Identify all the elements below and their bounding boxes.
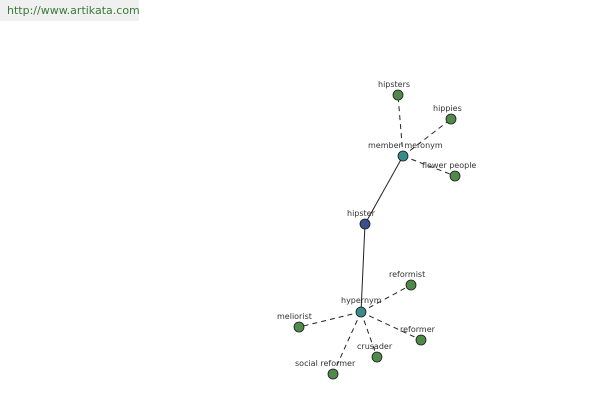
- labels-layer: hipster member meronym hypernym hipsters hip…: [277, 80, 476, 368]
- node-label-reformist[interactable]: reformist: [389, 270, 425, 279]
- node-label-hypernym[interactable]: hypernym: [341, 296, 382, 305]
- node-label-hippies[interactable]: hippies: [433, 104, 462, 113]
- edges-layer: [298, 94, 456, 375]
- node-label-hipsters[interactable]: hipsters: [378, 80, 410, 89]
- node-label-hipster[interactable]: hipster: [347, 209, 376, 218]
- node-label-member-meronym[interactable]: member meronym: [368, 141, 443, 150]
- edge-hipster-hypernym: [360, 223, 366, 313]
- edge-hypernym-meliorist: [298, 311, 362, 328]
- edge-member-meronym-hippies: [402, 118, 452, 157]
- edge-hypernym-reformist: [360, 284, 412, 313]
- node-social-reformer[interactable]: [327, 368, 339, 380]
- node-hippies[interactable]: [445, 113, 457, 125]
- node-flower-people[interactable]: [449, 170, 461, 182]
- edge-member-meronym-hipsters: [397, 94, 404, 157]
- edge-hypernym-crusader: [360, 311, 378, 358]
- node-label-flower-people[interactable]: flower people: [422, 161, 476, 170]
- node-reformer[interactable]: [415, 334, 427, 346]
- node-crusader[interactable]: [371, 351, 383, 363]
- url-banner[interactable]: http://www.artikata.com: [0, 0, 140, 21]
- edge-hypernym-reformer: [360, 311, 422, 341]
- edge-hipster-member-meronym: [364, 155, 404, 225]
- edge-hypernym-social-reformer: [332, 311, 362, 375]
- node-hypernym[interactable]: [355, 306, 367, 318]
- node-label-crusader[interactable]: crusader: [357, 342, 393, 351]
- node-label-reformer[interactable]: reformer: [400, 325, 436, 334]
- node-member-meronym[interactable]: [397, 150, 409, 162]
- node-hipster[interactable]: [359, 218, 371, 230]
- edge-member-meronym-flower-people: [402, 155, 456, 177]
- nodes-layer: [293, 89, 461, 380]
- node-reformist[interactable]: [405, 279, 417, 291]
- node-meliorist[interactable]: [293, 321, 305, 333]
- node-hipsters[interactable]: [392, 89, 404, 101]
- node-label-meliorist[interactable]: meliorist: [277, 312, 312, 321]
- node-label-social-reformer[interactable]: social reformer: [295, 359, 356, 368]
